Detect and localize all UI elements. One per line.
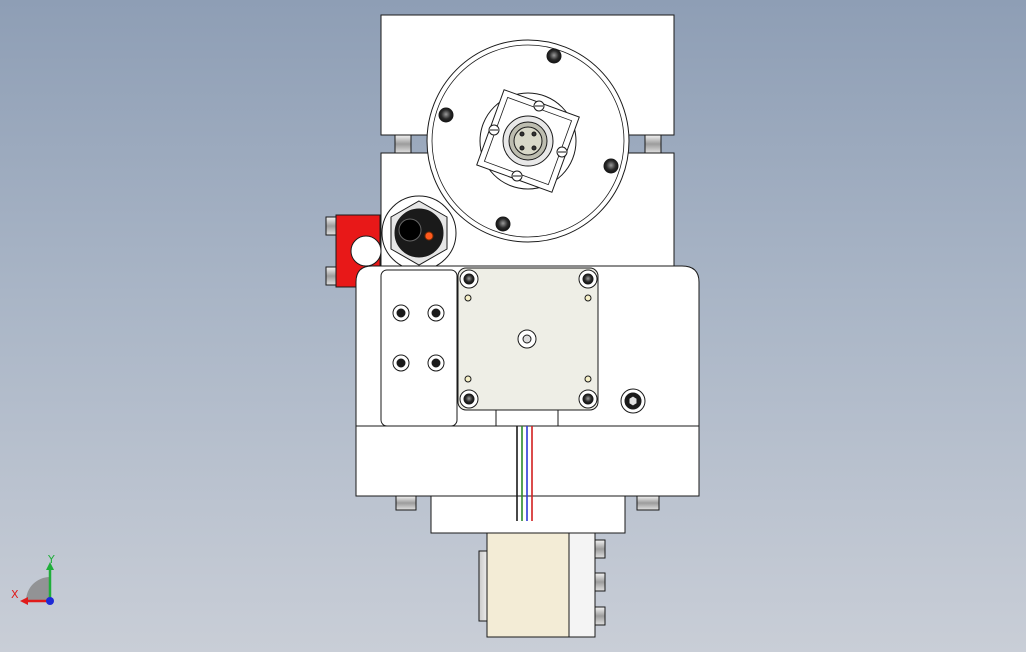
bottom-adapter [478,532,606,638]
pin-left-upper [394,134,412,154]
motor-corner-screws [459,269,598,409]
bracket-screws [392,304,445,372]
y-axis-label: Y [47,553,55,566]
orientation-triad[interactable]: Y X [8,552,88,622]
triad-sector [26,577,50,601]
red-clamp [325,214,382,288]
proximity-sensor [381,195,457,271]
sensor-led-icon [424,231,434,241]
disk-screw [546,48,562,64]
disk-screw [603,158,619,174]
sensor-bracket [380,269,458,427]
x-axis-label: X [11,588,19,601]
pin-right-upper [644,134,662,154]
disk-screw [438,107,454,123]
motor-wires [516,426,533,521]
disk-screw [495,216,511,232]
z-axis-dot [46,597,54,605]
bottom-neck [430,495,626,534]
